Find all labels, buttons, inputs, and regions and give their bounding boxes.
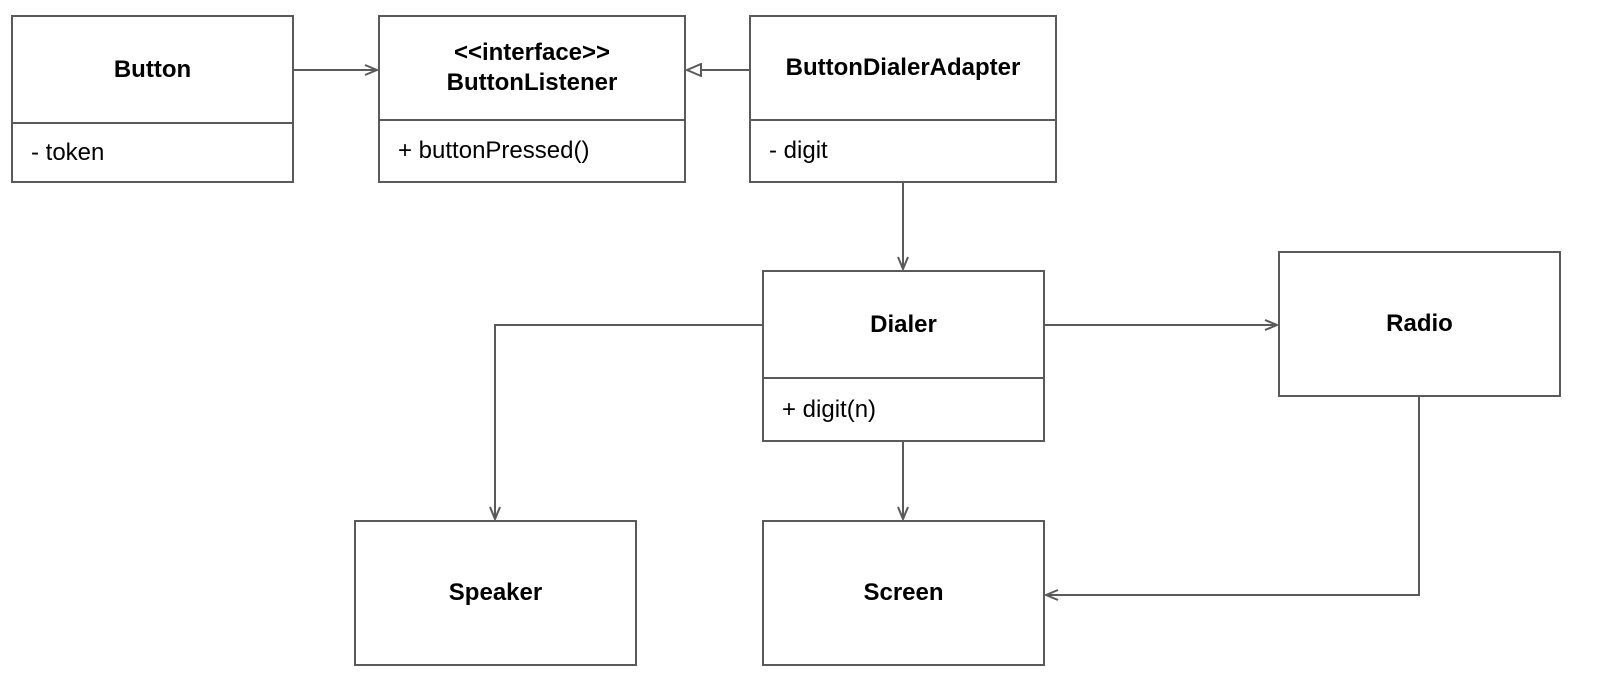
- class-name-label: Button: [113, 55, 192, 83]
- class-name: Speaker: [356, 522, 635, 664]
- class-name-label: Speaker: [448, 579, 543, 606]
- class-name-label: ButtonDialerAdapter: [785, 54, 1021, 81]
- operation-compartment: + buttonPressed(): [380, 119, 684, 181]
- class-button-dialer-adapter[interactable]: ButtonDialerAdapter - digit: [749, 15, 1057, 183]
- interface-button-listener[interactable]: <<interface>> ButtonListener + buttonPre…: [378, 15, 686, 183]
- radio-to-screen-association: [1046, 397, 1420, 595]
- class-button[interactable]: Button - token: [11, 15, 294, 183]
- operation-digit: + digit(n): [782, 395, 877, 423]
- class-radio[interactable]: Radio: [1278, 251, 1561, 397]
- attribute-token: - token: [31, 138, 105, 166]
- operation-button-pressed: + buttonPressed(): [398, 137, 590, 164]
- class-name-label: Screen: [863, 579, 944, 606]
- class-name: Button: [13, 17, 292, 122]
- class-name: Dialer: [764, 272, 1043, 377]
- class-name-label: Radio: [1386, 310, 1453, 337]
- class-speaker[interactable]: Speaker: [354, 520, 637, 666]
- attribute-digit: - digit: [769, 137, 828, 164]
- class-name: <<interface>> ButtonListener: [380, 17, 684, 119]
- class-dialer[interactable]: Dialer + digit(n): [762, 270, 1045, 442]
- attribute-compartment: - digit: [751, 119, 1055, 181]
- dialer-to-speaker-association: [495, 324, 762, 519]
- operation-compartment: + digit(n): [764, 377, 1043, 440]
- class-name: Radio: [1280, 253, 1559, 395]
- attribute-compartment: - token: [13, 122, 292, 181]
- class-name-label: ButtonListener: [446, 69, 618, 96]
- stereotype-label: <<interface>>: [453, 39, 611, 66]
- class-name-label: Dialer: [870, 310, 937, 338]
- class-screen[interactable]: Screen: [762, 520, 1045, 666]
- class-name: Screen: [764, 522, 1043, 664]
- class-name: ButtonDialerAdapter: [751, 17, 1055, 119]
